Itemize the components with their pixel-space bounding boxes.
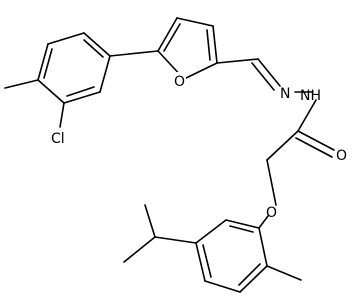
isopropylmethylphenyl-ring: [195, 219, 268, 293]
chlorine-atom-label: Cl: [51, 131, 65, 147]
isopropyl-bond-me1: [144, 204, 156, 238]
carbonyl-double-bond-a: [297, 130, 335, 151]
carbonyl-double-bond-b: [295, 137, 333, 158]
carbonyl-ch2-bond: [266, 130, 299, 161]
carbonyl-oxygen-label: O: [336, 148, 347, 164]
furan-oxygen-label: O: [174, 74, 185, 90]
ch2-oxygen-bond: [266, 159, 277, 206]
methyl-bond-top: [4, 79, 39, 89]
hydrazide-nh-label: NH: [300, 88, 321, 104]
isopropyl-bond-me2: [123, 236, 156, 263]
biaryl-bond: [109, 50, 159, 57]
imine-nitrogen-label: N: [280, 86, 290, 102]
isopropyl-bond-ch: [154, 236, 197, 244]
oxygen-aryl-bond: [258, 215, 269, 229]
vinyl-bond: [216, 58, 259, 64]
nh-carbonyl-bond: [297, 99, 317, 132]
chloro-bond: [59, 102, 65, 128]
ether-oxygen-label: O: [266, 205, 277, 221]
chloromethylphenyl-ring: [37, 32, 111, 104]
imine-double-bond-a: [257, 58, 281, 87]
imine-double-bond-b: [251, 62, 275, 91]
furan-ring: [157, 17, 218, 80]
methyl-bond-bottom: [266, 265, 302, 281]
